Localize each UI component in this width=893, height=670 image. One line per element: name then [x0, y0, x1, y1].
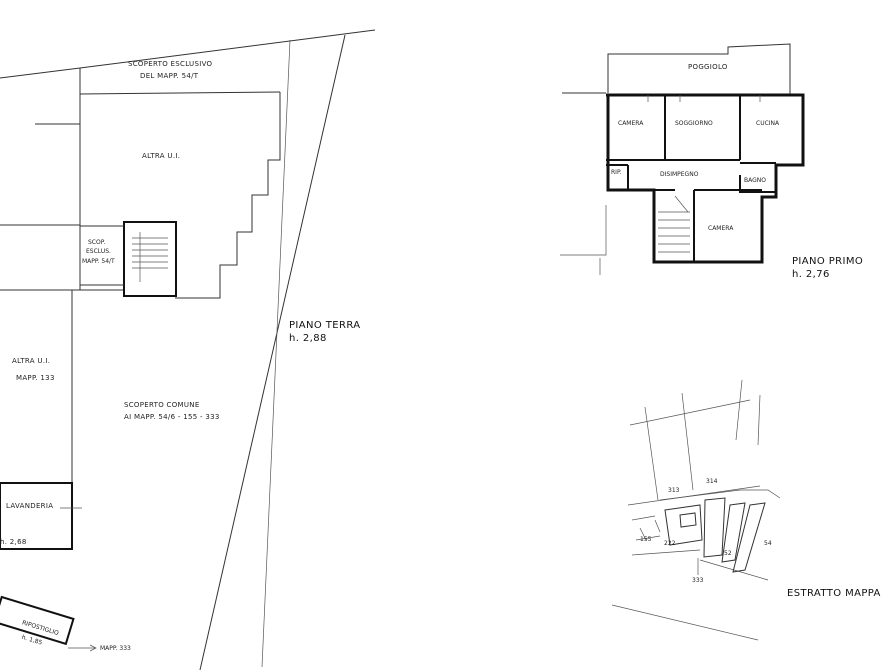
- ground-floor-title: PIANO TERRA: [289, 320, 361, 331]
- room-cucina: CUCINA: [756, 120, 780, 127]
- room-camera-2: CAMERA: [708, 225, 734, 232]
- parcel-155: 155: [640, 536, 652, 543]
- label-altra-ui-left: ALTRA U.I.: [12, 357, 50, 365]
- room-soggiorno: SOGGIORNO: [675, 120, 713, 127]
- label-scoperto-esclusivo-1: SCOPERTO ESCLUSIVO: [128, 60, 213, 68]
- label-scoperto-comune-2: AI MAPP. 54/6 - 155 - 333: [124, 413, 220, 421]
- label-lavanderia: LAVANDERIA: [6, 502, 53, 510]
- room-disimpegno: DISIMPEGNO: [660, 171, 699, 178]
- label-scoperto-comune-1: SCOPERTO COMUNE: [124, 401, 200, 409]
- parcel-313: 313: [668, 487, 680, 494]
- ground-floor-plan: SCOPERTO ESCLUSIVO DEL MAPP. 54/T ALTRA …: [0, 29, 376, 670]
- map-extract: 313 314 333 155 52 54 222 ESTRATTO MAPPA: [611, 379, 881, 641]
- label-scoperto-esclusivo-2: DEL MAPP. 54/T: [140, 72, 199, 80]
- map-extract-title: ESTRATTO MAPPA: [787, 588, 881, 599]
- first-floor-plan: POGGIOLO CAMERA SOGGIORNO CUCINA RIP. DI…: [560, 43, 863, 280]
- parcel-54: 54: [764, 540, 772, 547]
- parcel-52: 52: [724, 550, 732, 557]
- label-scop: SCOP.: [88, 239, 105, 246]
- parcel-333: 333: [692, 577, 704, 584]
- label-mapp-133: MAPP. 133: [16, 374, 55, 382]
- parcel-222: 222: [664, 540, 676, 547]
- label-mapp-54t: MAPP. 54/T: [82, 258, 115, 265]
- label-altra-ui-top: ALTRA U.I.: [142, 152, 180, 160]
- first-floor-title: PIANO PRIMO: [792, 256, 863, 267]
- label-mapp-333: MAPP. 333: [100, 645, 131, 652]
- label-esclus: ESCLUS.: [86, 248, 111, 255]
- first-floor-height: h. 2,76: [792, 269, 830, 280]
- room-camera-1: CAMERA: [618, 120, 644, 127]
- label-lavanderia-height: h. 2,68: [0, 538, 27, 546]
- room-bagno: BAGNO: [744, 177, 766, 184]
- room-rip: RIP.: [611, 169, 622, 176]
- ground-floor-height: h. 2,88: [289, 333, 327, 344]
- parcel-314: 314: [706, 478, 718, 485]
- room-poggiolo: POGGIOLO: [688, 63, 728, 71]
